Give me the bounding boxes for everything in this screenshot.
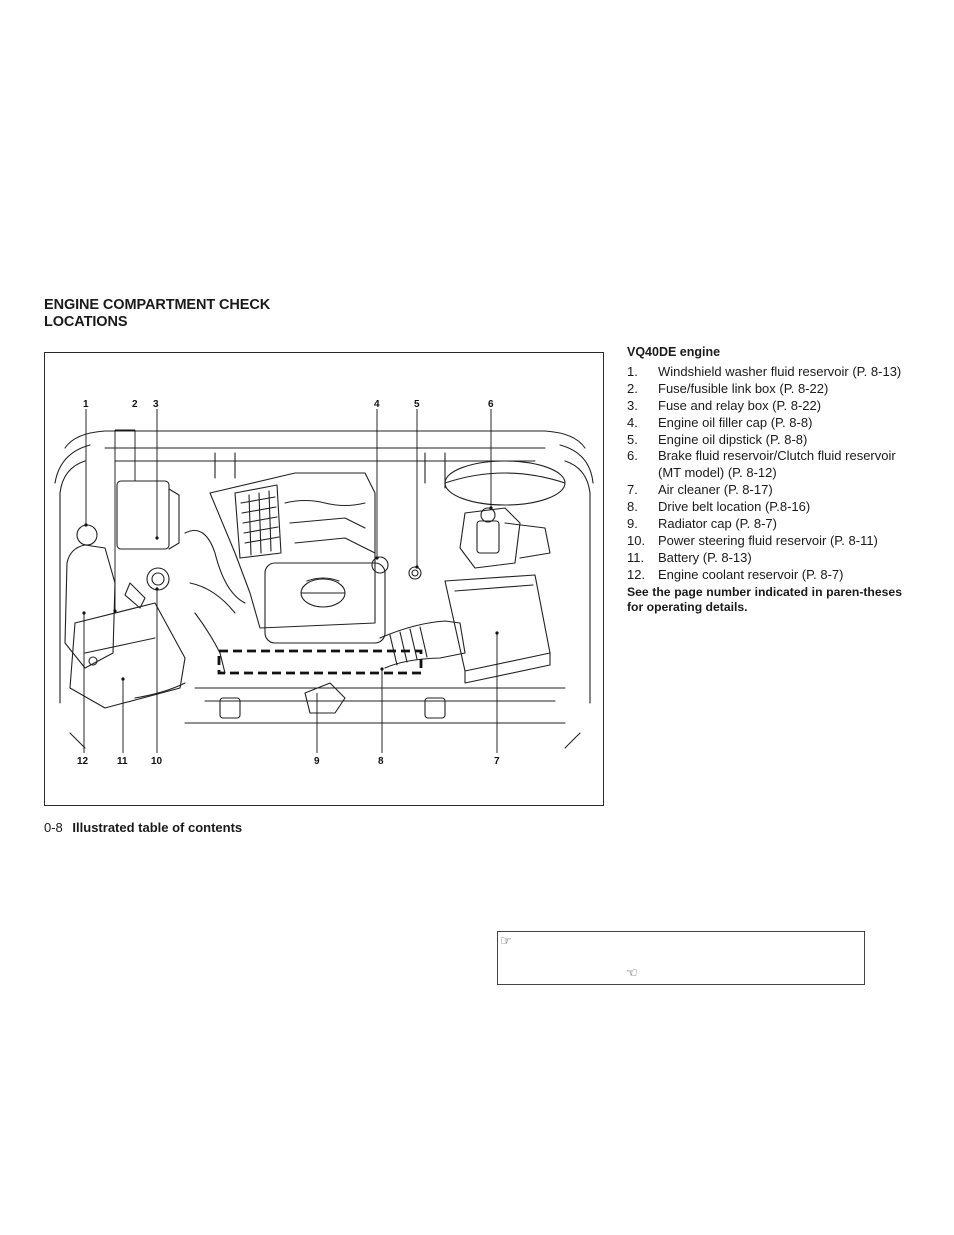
item-num: 3. (627, 397, 638, 413)
callout-8: 8 (378, 756, 384, 767)
pointing-hand-icon: ☞ (500, 933, 512, 948)
callout-5: 5 (414, 399, 420, 410)
item-text: Windshield washer fluid reservoir (P. 8-… (658, 363, 902, 379)
list-item: 4. Engine oil filler cap (P. 8-8) (627, 415, 902, 432)
section-title-line1: ENGINE COMPARTMENT CHECK (44, 297, 271, 313)
reference-box: ☞ ☜ (497, 931, 865, 985)
item-text: Engine oil filler cap (P. 8-8) (658, 414, 813, 430)
callout-2: 2 (132, 399, 138, 410)
pointing-hand-icon: ☜ (626, 965, 638, 980)
item-num: 12. (627, 566, 646, 582)
item-num: 5. (627, 431, 638, 447)
item-text: Air cleaner (P. 8-17) (658, 482, 773, 498)
item-num: 10. (627, 532, 646, 548)
footer-title: Illustrated table of contents (72, 820, 243, 835)
item-text: Power steering fluid reservoir (P. 8-11) (658, 532, 878, 548)
item-text: Brake fluid reservoir/Clutch fluid reser… (658, 448, 896, 481)
item-num: 2. (627, 380, 638, 396)
item-num: 4. (627, 414, 638, 430)
engine-illustration: 1 2 3 4 5 6 12 11 10 9 8 7 (54, 399, 594, 767)
callout-4: 4 (374, 399, 380, 410)
item-text: Radiator cap (P. 8-7) (658, 516, 777, 532)
list-item: 5. Engine oil dipstick (P. 8-8) (627, 432, 902, 449)
list-item: 12. Engine coolant reservoir (P. 8-7) (627, 567, 902, 584)
operating-note: See the page number indicated in paren-t… (627, 584, 902, 615)
callout-1: 1 (83, 399, 89, 410)
callout-9: 9 (314, 756, 320, 767)
callout-7: 7 (494, 756, 500, 767)
item-text: Fuse and relay box (P. 8-22) (658, 397, 822, 413)
legend: VQ40DE engine 1. Windshield washer fluid … (627, 344, 902, 616)
engine-title: VQ40DE engine (627, 345, 721, 359)
list-item: 3. Fuse and relay box (P. 8-22) (627, 398, 902, 415)
page-footer: 0-8 Illustrated table of contents (44, 820, 242, 835)
drive-belt-outline (217, 649, 423, 675)
section-title-line2: LOCATIONS (44, 314, 128, 330)
callout-6: 6 (488, 399, 494, 410)
callout-3: 3 (153, 399, 159, 410)
list-item: 2. Fuse/fusible link box (P. 8-22) (627, 381, 902, 398)
list-item: 8. Drive belt location (P.8-16) (627, 499, 902, 516)
list-item: 9. Radiator cap (P. 8-7) (627, 516, 902, 533)
item-num: 1. (627, 363, 638, 379)
callout-11: 11 (117, 756, 128, 767)
item-num: 9. (627, 516, 638, 532)
list-item: 7. Air cleaner (P. 8-17) (627, 482, 902, 499)
item-text: Battery (P. 8-13) (658, 549, 752, 565)
item-text: Fuse/fusible link box (P. 8-22) (658, 380, 829, 396)
item-text: Drive belt location (P.8-16) (658, 499, 811, 515)
item-num: 7. (627, 482, 638, 498)
callout-12: 12 (77, 756, 89, 767)
engine-compartment-figure: 1 2 3 4 5 6 12 11 10 9 8 7 (44, 352, 604, 806)
list-item: 6. Brake fluid reservoir/Clutch fluid res… (627, 448, 902, 482)
item-text: Engine oil dipstick (P. 8-8) (658, 431, 808, 447)
list-item: 11. Battery (P. 8-13) (627, 550, 902, 567)
list-item: 1. Windshield washer fluid reservoir (P. … (627, 364, 902, 381)
item-text: Engine coolant reservoir (P. 8-7) (658, 566, 844, 582)
page-number: 0-8 (44, 820, 63, 835)
item-num: 11. (627, 549, 645, 565)
section-title: ENGINE COMPARTMENT CHECK LOCATIONS (44, 297, 344, 331)
item-num: 8. (627, 499, 638, 515)
callout-10: 10 (151, 756, 163, 767)
list-item: 10. Power steering fluid reservoir (P. 8-… (627, 533, 902, 550)
item-num: 6. (627, 448, 638, 464)
